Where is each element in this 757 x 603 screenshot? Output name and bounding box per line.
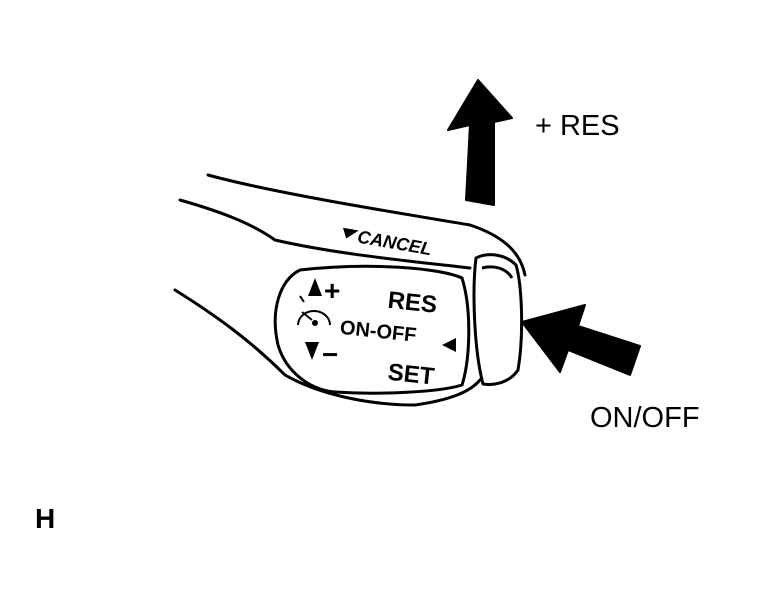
- on-off-push-arrow-icon: [521, 304, 641, 376]
- on-off-push-button: [472, 253, 524, 386]
- cancel-arrow-icon: [342, 227, 359, 239]
- res-label: RES: [386, 287, 438, 319]
- on-off-callout: ON/OFF: [590, 402, 700, 434]
- down-triangle-icon: [305, 342, 319, 360]
- figure-letter: H: [35, 503, 55, 534]
- on-off-pointer-icon: [442, 338, 456, 352]
- lever-shaft: [173, 173, 527, 407]
- up-triangle-icon: [308, 278, 322, 296]
- res-up-arrow-icon: [447, 79, 513, 206]
- on-off-label: ON-OFF: [339, 317, 418, 347]
- lever-face-markings: + − RES ON-OFF SET: [297, 275, 456, 391]
- set-label: SET: [386, 359, 436, 391]
- plus-sign: +: [324, 275, 340, 306]
- cancel-label: CANCEL: [356, 227, 433, 260]
- speedometer-icon: [297, 295, 331, 326]
- minus-sign: −: [322, 339, 338, 370]
- res-plus-callout: + RES: [535, 110, 620, 142]
